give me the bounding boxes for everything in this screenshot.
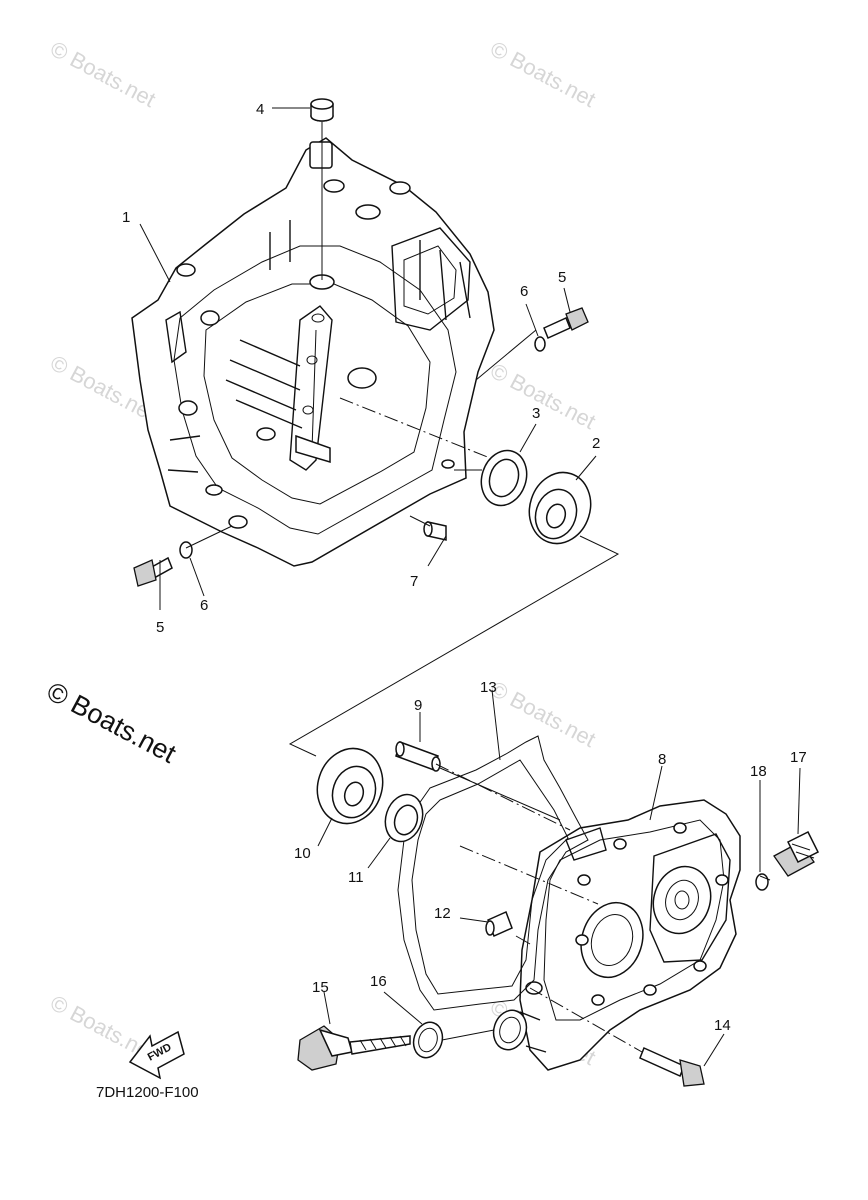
pin-part-9 bbox=[395, 741, 441, 772]
label-part-5: 5 bbox=[558, 269, 566, 286]
label-part-13: 13 bbox=[480, 679, 497, 696]
oil-seal-part-3 bbox=[480, 449, 528, 507]
bearing-part-2 bbox=[528, 471, 592, 545]
part-labels: 4 1 5 6 3 2 7 6 5 13 9 8 17 18 10 11 12 … bbox=[122, 101, 807, 1034]
oil-seal-part-11 bbox=[384, 793, 424, 843]
label-part-3: 3 bbox=[532, 405, 540, 422]
dipstick-part-15 bbox=[297, 1025, 411, 1071]
bolt-part-5-right bbox=[543, 307, 589, 340]
label-part-16: 16 bbox=[370, 973, 387, 990]
bolt-part-5-left bbox=[133, 556, 173, 587]
label-part-7: 7 bbox=[410, 573, 418, 590]
diagram-code: 7DH1200-F100 bbox=[96, 1084, 199, 1101]
gasket-part-13 bbox=[397, 735, 589, 1011]
drain-plug-part-17 bbox=[773, 830, 820, 877]
label-part-4: 4 bbox=[256, 101, 264, 118]
leader-lines bbox=[139, 107, 801, 1067]
washer-part-6-right bbox=[534, 336, 546, 352]
fwd-arrow-icon: FWD bbox=[128, 1030, 185, 1080]
label-part-5: 5 bbox=[156, 619, 164, 636]
label-part-6: 6 bbox=[520, 283, 528, 300]
label-part-12: 12 bbox=[434, 905, 451, 922]
o-ring-part-16 bbox=[412, 1021, 444, 1059]
label-part-18: 18 bbox=[750, 763, 767, 780]
label-part-9: 9 bbox=[414, 697, 422, 714]
label-part-2: 2 bbox=[592, 435, 600, 452]
dowel-pin-part-7 bbox=[423, 521, 447, 541]
washer-part-6-left bbox=[179, 541, 193, 559]
label-part-14: 14 bbox=[714, 1017, 731, 1034]
label-part-17: 17 bbox=[790, 749, 807, 766]
label-part-1: 1 bbox=[122, 209, 130, 226]
crankcase-cover-part-8 bbox=[519, 799, 741, 1071]
label-part-8: 8 bbox=[658, 751, 666, 768]
label-part-11: 11 bbox=[348, 869, 364, 886]
label-part-6: 6 bbox=[200, 597, 208, 614]
label-part-10: 10 bbox=[294, 845, 311, 862]
collar-part-4 bbox=[310, 98, 334, 122]
crankcase-part-1 bbox=[131, 137, 495, 567]
filler-neck bbox=[492, 1009, 547, 1053]
bolt-part-14 bbox=[639, 1046, 705, 1087]
plug-part-12 bbox=[485, 910, 513, 938]
bearing-part-10 bbox=[316, 747, 384, 825]
label-part-15: 15 bbox=[312, 979, 329, 996]
